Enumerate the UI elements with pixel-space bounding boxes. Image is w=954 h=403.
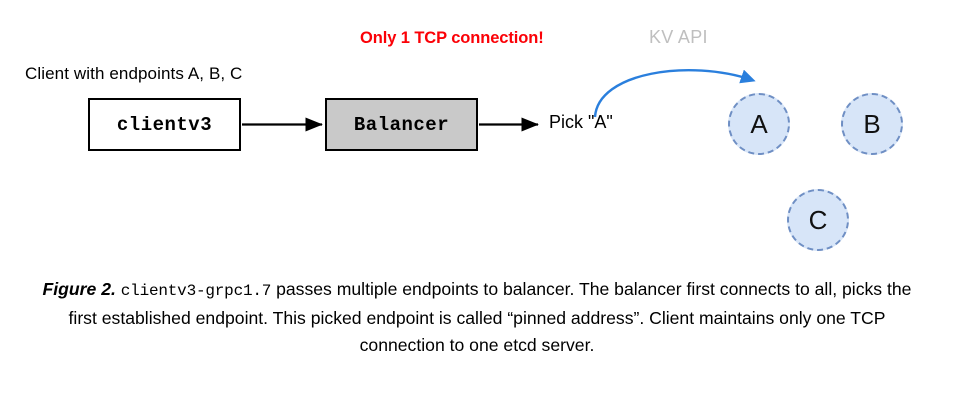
figure-caption: Figure 2. clientv3-grpc1.7 passes multip…: [0, 276, 954, 359]
endpoint-circle-c: C: [787, 189, 849, 251]
arrow-kv-api-to-endpoint-a: [593, 69, 756, 118]
balancer-node: Balancer: [325, 98, 478, 151]
client-endpoints-label: Client with endpoints A, B, C: [25, 64, 243, 83]
tcp-connection-warning-label: Only 1 TCP connection!: [360, 29, 544, 47]
endpoint-circle-b: B: [841, 93, 903, 155]
diagram-connectors: [242, 69, 756, 132]
clientv3-node: clientv3: [88, 98, 241, 151]
pick-endpoint-label: Pick "A": [549, 112, 613, 132]
kv-api-label: KV API: [649, 27, 708, 47]
figure-number: Figure 2.: [42, 279, 116, 299]
figure-caption-body: passes multiple endpoints to balancer. T…: [68, 279, 912, 355]
endpoint-circle-a: A: [728, 93, 790, 155]
figure-code-term: clientv3-grpc1.7: [120, 282, 272, 300]
